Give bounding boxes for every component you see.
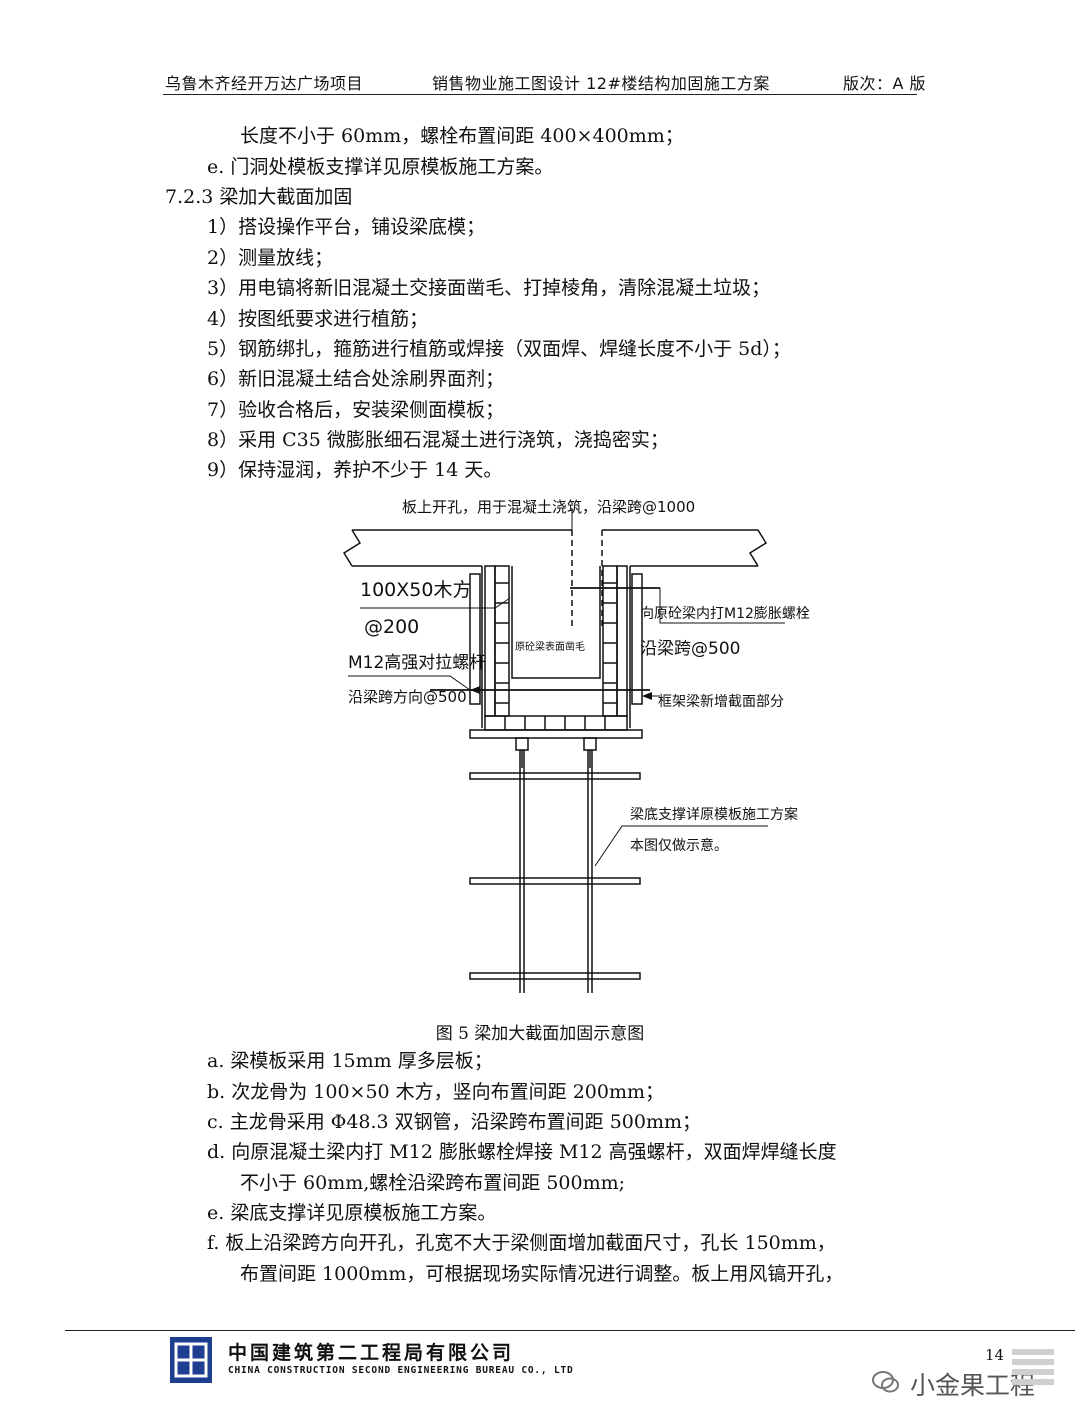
footer-rule	[65, 1330, 1075, 1331]
company-logo	[170, 1337, 212, 1383]
page-number: 14	[985, 1346, 1005, 1364]
label-slab-opening: 板上开孔，用于混凝土浇筑，沿梁跨@1000	[402, 498, 695, 516]
right-steel-pipe	[631, 573, 643, 705]
text-line: e. 门洞处模板支撑详见原模板施工方案。	[207, 156, 554, 178]
support-poles	[519, 750, 593, 993]
note-item: b. 次龙骨为 100×50 木方，竖向布置间距 200mm；	[207, 1081, 665, 1103]
company-name-cn: 中国建筑第二工程局有限公司	[228, 1342, 515, 1364]
left-wood-studs	[494, 565, 510, 717]
left-formwork-board	[484, 565, 496, 717]
label-bolt-spacing: 沿梁跨@500	[640, 639, 740, 659]
ledger-3	[469, 972, 641, 980]
slab-break-left	[342, 529, 362, 567]
note-item: f. 板上沿梁跨方向开孔，孔宽不大于梁侧面增加截面尺寸，孔长 150mm，	[207, 1232, 836, 1254]
label-schematic-note: 本图仅做示意。	[630, 837, 728, 854]
note-item: d. 向原混凝土梁内打 M12 膨胀螺栓焊接 M12 高强螺杆，双面焊焊缝长度	[207, 1141, 837, 1163]
watermark-text: 小金果工程	[910, 1371, 1036, 1400]
label-tie-rod: M12高强对拉螺杆	[348, 653, 486, 673]
slab-opening	[571, 530, 603, 628]
section-heading: 7.2.3 梁加大截面加固	[165, 186, 353, 208]
header-rule	[163, 94, 917, 95]
bottom-formwork-board	[469, 729, 643, 739]
ledger-1	[469, 772, 641, 780]
beam-reinforcement-figure: 板上开孔，用于混凝土浇筑，沿梁跨@1000 100X50木方 @200 M12高…	[342, 498, 810, 993]
new-section	[481, 566, 631, 728]
header-document-title: 销售物业施工图设计 12#楼结构加固施工方案	[432, 74, 770, 93]
header-project-name: 乌鲁木齐经开万达广场项目	[165, 74, 364, 93]
step-item: 7）验收合格后，安装梁侧面模板；	[207, 399, 505, 421]
watermark-grid-icon	[1012, 1349, 1054, 1385]
original-beam	[511, 566, 601, 679]
step-item: 4）按图纸要求进行植筋；	[207, 308, 429, 330]
note-item-cont: 不小于 60mm,螺栓沿梁跨布置间距 500mm;	[240, 1172, 626, 1194]
header-version: 版次：A 版	[843, 74, 927, 93]
step-item: 5）钢筋绑扎，箍筋进行植筋或焊接（双面焊、焊缝长度不小于 5d）；	[207, 338, 791, 360]
step-item: 8）采用 C35 微膨胀细石混凝土进行浇筑，浇捣密实；	[207, 429, 669, 451]
label-expansion-bolt: 向原砼梁内打M12膨胀螺栓	[640, 605, 810, 622]
company-name-en: CHINA CONSTRUCTION SECOND ENGINEERING BU…	[228, 1365, 574, 1376]
note-item: a. 梁模板采用 15mm 厚多层板；	[207, 1050, 493, 1072]
wechat-icon	[872, 1371, 899, 1393]
step-item: 2）测量放线；	[207, 247, 334, 269]
label-tie-rod-spacing: 沿梁跨方向@500	[348, 688, 467, 706]
step-item: 3）用电镐将新旧混凝土交接面凿毛、打掉棱角，清除混凝土垃圾；	[207, 277, 771, 299]
label-wood-studs: 100X50木方	[360, 579, 471, 601]
label-new-section: 框架梁新增截面部分	[658, 694, 784, 710]
label-roughened-surface: 原砼梁表面凿毛	[515, 640, 585, 653]
note-item-cont: 布置间距 1000mm，可根据现场实际情况进行调整。板上用风镐开孔，	[240, 1263, 844, 1285]
figure-caption: 图 5 梁加大截面加固示意图	[435, 1024, 645, 1044]
text-line: 长度不小于 60mm，螺栓布置间距 400×400mm；	[240, 125, 684, 147]
label-support-note: 梁底支撑详原模板施工方案	[630, 806, 798, 823]
note-item: e. 梁底支撑详见原模板施工方案。	[207, 1202, 497, 1224]
note-item: c. 主龙骨采用 Φ48.3 双钢管，沿梁跨布置间距 500mm；	[207, 1111, 702, 1133]
step-item: 9）保持湿润，养护不少于 14 天。	[207, 459, 503, 481]
slab-break-right	[748, 529, 768, 567]
ledger-2	[469, 877, 641, 885]
label-wood-spacing: @200	[364, 616, 419, 638]
step-item: 6）新旧混凝土结合处涂刷界面剂；	[207, 368, 505, 390]
step-item: 1）搭设操作平台，铺设梁底模；	[207, 216, 486, 238]
left-steel-pipe	[469, 573, 481, 705]
